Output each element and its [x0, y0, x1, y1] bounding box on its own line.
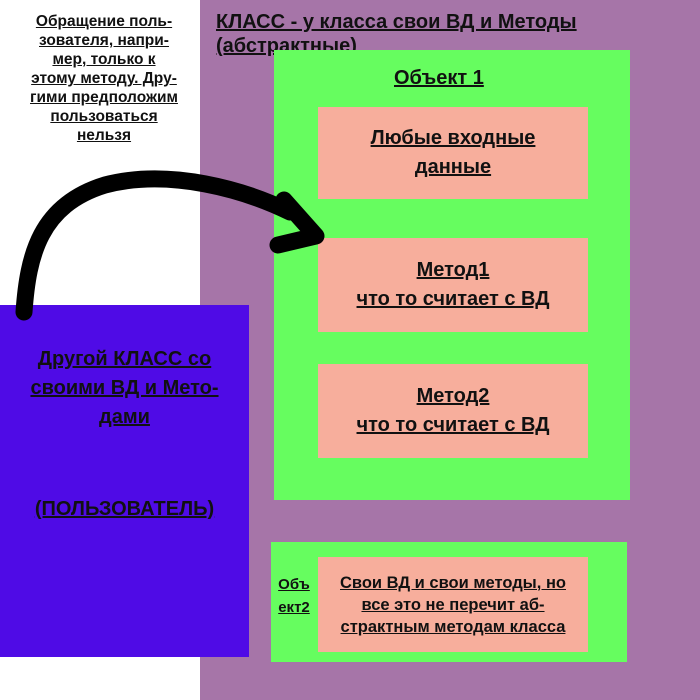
input-data-line-2: данные	[414, 156, 492, 178]
method-2-name: Метод2	[416, 385, 490, 407]
object-2-label: Объ ект2	[271, 573, 317, 619]
other-class-box: Другой КЛАСС со своими ВД и Мето- дами (…	[0, 305, 249, 657]
input-data-box: Любые входные данные	[318, 107, 588, 199]
note-line: мер, только к	[52, 51, 156, 68]
method-2-desc: что то считает с ВД	[356, 414, 550, 436]
object-2-line: все это не перечит аб-	[361, 595, 545, 614]
method-1-box: Метод1 что то считает с ВД	[318, 238, 588, 332]
other-class-role: (ПОЛЬЗОВАТЕЛЬ)	[34, 498, 215, 520]
object-1-label: Объект 1	[394, 67, 484, 89]
object-2-line: страктным методам класса	[340, 617, 566, 636]
note-line: этому методу. Дру-	[31, 70, 177, 87]
note-line: нельзя	[76, 127, 132, 144]
user-access-note: Обращение поль- зователя, напри- мер, то…	[10, 12, 198, 145]
input-data-line-1: Любые входные	[370, 127, 536, 149]
other-class-title: Другой КЛАСС со своими ВД и Мето- дами	[0, 345, 249, 432]
note-line: зователя, напри-	[39, 32, 169, 49]
note-line: гими предположим	[30, 89, 178, 106]
other-class-title-line: своими ВД и Мето-	[30, 377, 219, 399]
note-line: Обращение поль-	[35, 13, 173, 30]
object-2-label-line-2: ект2	[278, 599, 310, 616]
other-class-title-line: дами	[99, 406, 150, 428]
object-2-label-line-1: Объ	[278, 576, 310, 593]
method-2-box: Метод2 что то считает с ВД	[318, 364, 588, 458]
other-class-title-line: Другой КЛАСС со	[37, 348, 212, 370]
method-1-desc: что то считает с ВД	[356, 288, 550, 310]
class-title-line-1: КЛАСС - у класса свои ВД и Методы	[216, 11, 577, 33]
object-2-description-box: Свои ВД и свои методы, но все это не пер…	[318, 557, 588, 652]
method-1-name: Метод1	[416, 259, 490, 281]
object-2-line: Свои ВД и свои методы, но	[340, 573, 566, 592]
note-line: пользоваться	[50, 108, 158, 125]
